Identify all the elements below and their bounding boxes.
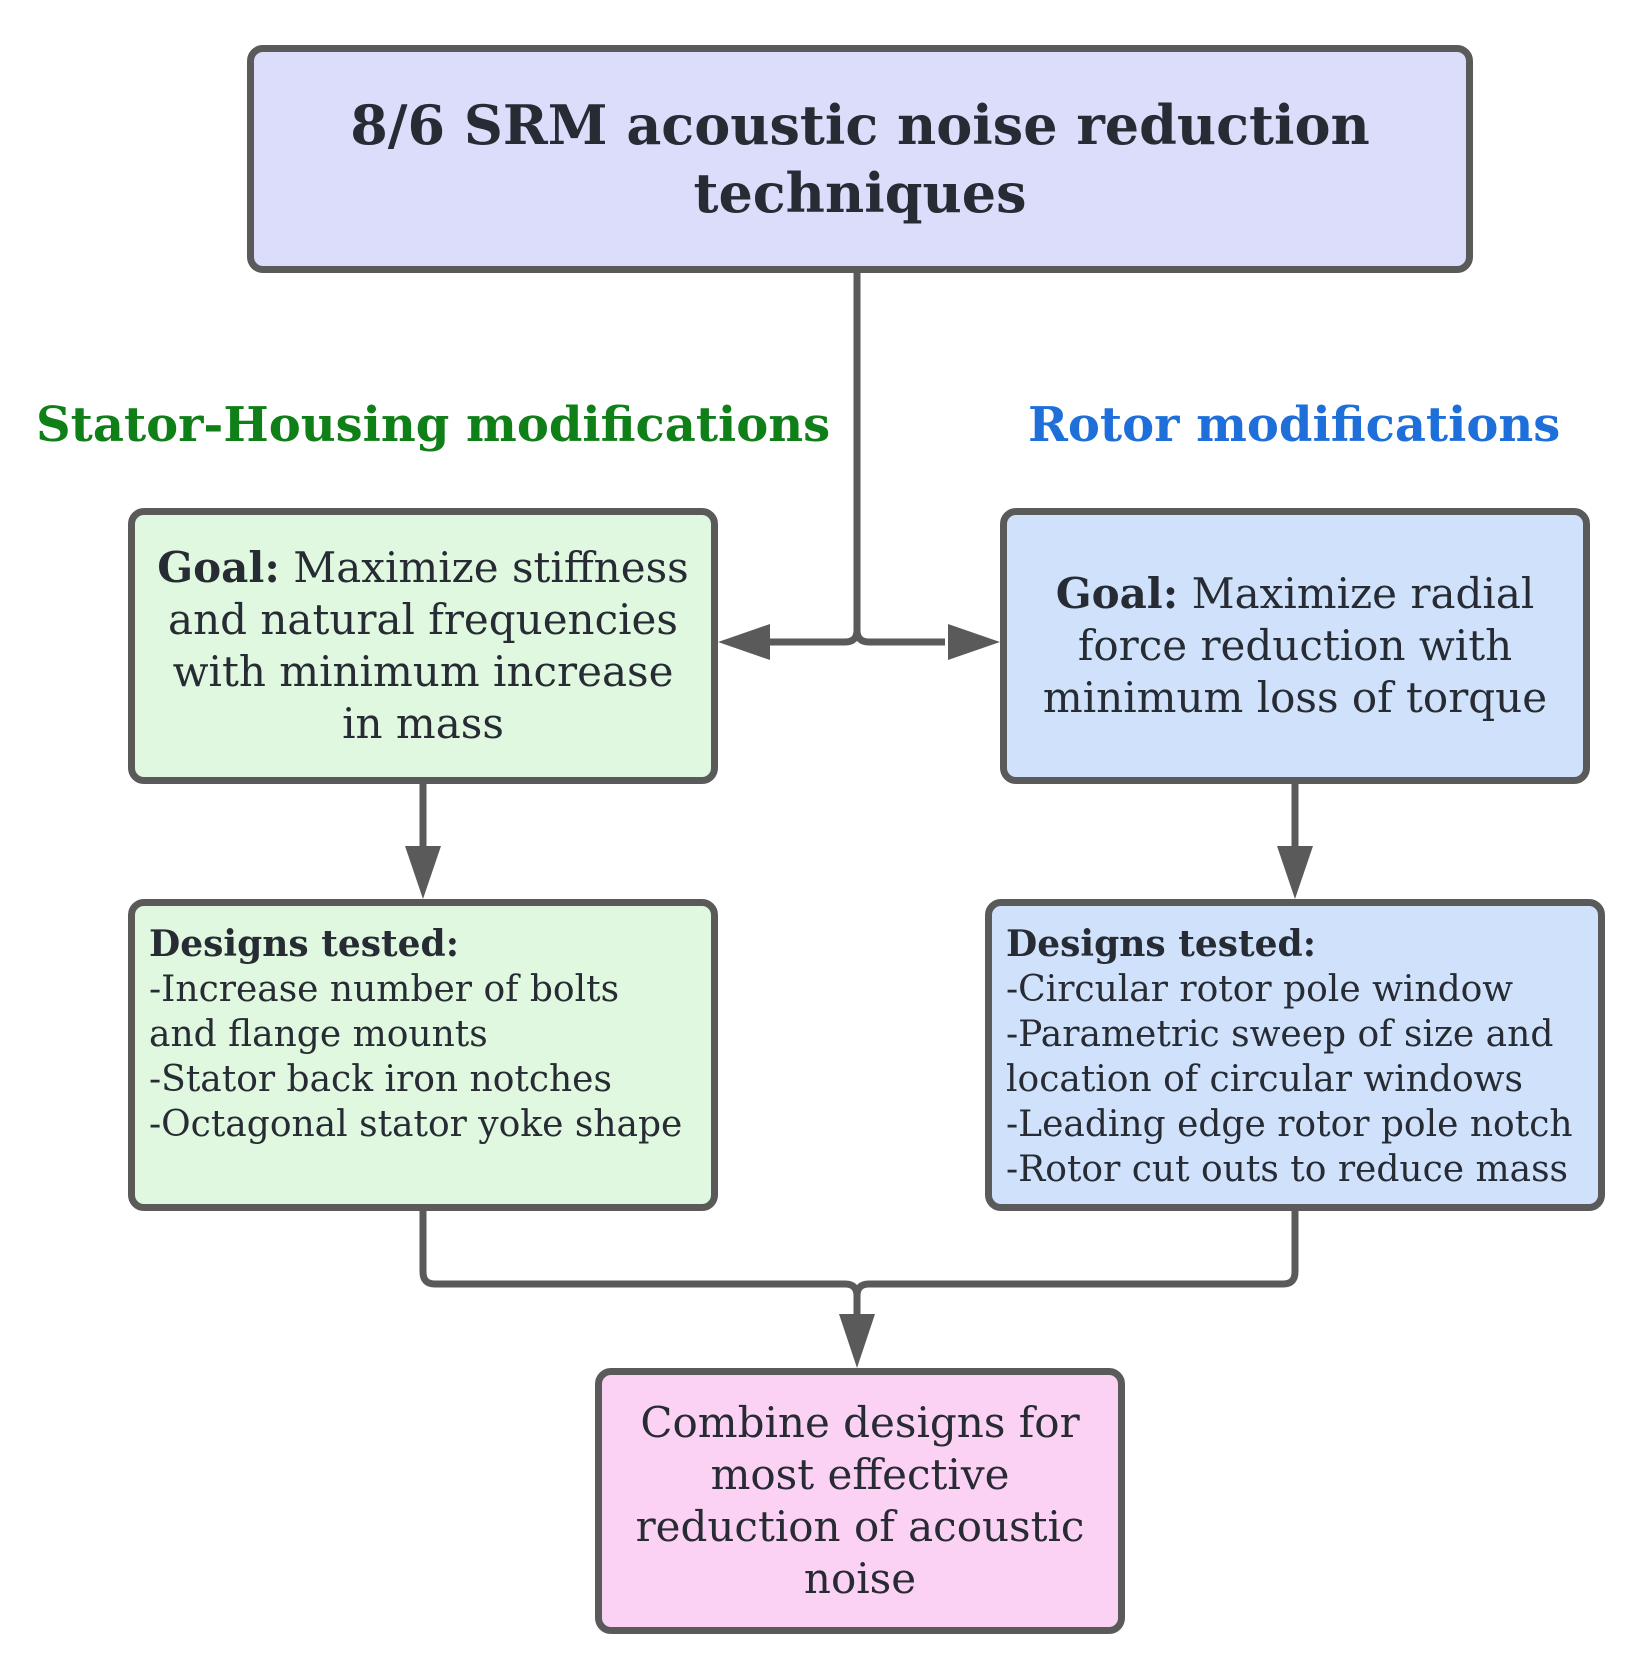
rotor-goal-text: Maximize radial force reduction with min… — [1042, 569, 1548, 722]
stator-goal-text: Maximize stiffness and natural frequenci… — [168, 543, 689, 748]
rotor-goal-label: Goal: — [1055, 569, 1179, 618]
arrowhead-right-goal — [948, 624, 1000, 660]
stator-goal-box: Goal: Maximize stiffness and natural fre… — [128, 508, 718, 784]
rotor-designs-box: Designs tested: -Circular rotor pole win… — [985, 899, 1605, 1211]
rotor-heading: Rotor modifications — [1028, 397, 1561, 453]
combine-box: Combine designs for most effective reduc… — [595, 1368, 1125, 1634]
arrowhead-left-designs — [405, 846, 441, 899]
stator-design-line: and flange mounts — [149, 1014, 488, 1055]
connector-left-designs-to-combine — [419, 1211, 861, 1318]
arrowhead-left-goal — [718, 624, 770, 660]
stator-designs-label: Designs tested: — [149, 923, 460, 965]
connector-right-designs-to-combine — [853, 1211, 1299, 1318]
stator-design-line: -Octagonal stator yoke shape — [149, 1104, 683, 1145]
connector-title-to-left-goal — [765, 273, 861, 646]
stator-designs-box: Designs tested: -Increase number of bolt… — [128, 899, 718, 1211]
rotor-design-line: -Circular rotor pole window — [1006, 969, 1514, 1010]
combine-text: Combine designs for most effective reduc… — [635, 1398, 1085, 1603]
rotor-designs-label: Designs tested: — [1006, 923, 1317, 965]
rotor-design-line: -Leading edge rotor pole notch — [1006, 1104, 1573, 1145]
arrowhead-right-designs — [1277, 846, 1313, 899]
stator-design-line: -Increase number of bolts — [149, 969, 620, 1010]
stator-housing-heading: Stator-Housing modifications — [36, 397, 831, 453]
arrowhead-combine — [839, 1314, 875, 1368]
rotor-design-line: -Parametric sweep of size and — [1006, 1014, 1554, 1055]
connector-title-to-right-goal — [853, 273, 945, 646]
diagram-title: 8/6 SRM acoustic noise reduction techniq… — [350, 93, 1370, 225]
rotor-goal: Goal: Maximize radial force reduction wi… — [1007, 568, 1583, 724]
rotor-goal-box: Goal: Maximize radial force reduction wi… — [1000, 508, 1590, 784]
rotor-design-line: location of circular windows — [1006, 1059, 1523, 1100]
stator-design-line: -Stator back iron notches — [149, 1059, 612, 1100]
rotor-design-line: -Rotor cut outs to reduce mass — [1006, 1149, 1569, 1190]
title-box: 8/6 SRM acoustic noise reduction techniq… — [247, 45, 1473, 273]
stator-goal-label: Goal: — [157, 543, 280, 592]
stator-goal: Goal: Maximize stiffness and natural fre… — [135, 542, 711, 750]
